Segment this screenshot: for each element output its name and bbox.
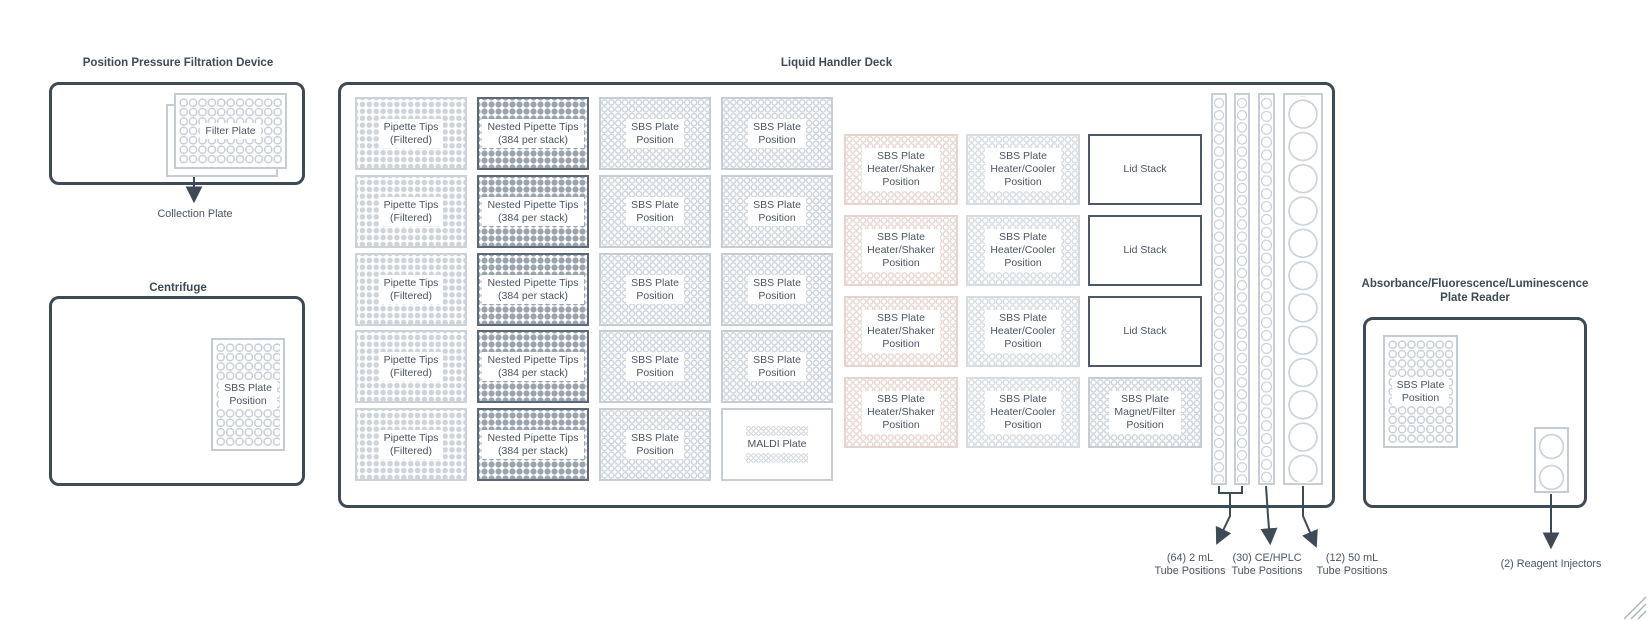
position-label: MALDI Plate [742,438,812,451]
tube-50ml-label: (12) 50 mL Tube Positions [1316,552,1388,578]
position-label: SBS Plate Heater/Shaker Position [862,229,940,272]
injector-wells [1537,430,1566,490]
deck-position-nested-tips[interactable]: Nested Pipette Tips (384 per stack) [477,408,589,481]
position-label: SBS Plate Position [748,196,806,227]
deck-position-sbs-plate[interactable]: SBS Plate Position [721,175,833,248]
deck-position-heater-shaker[interactable]: SBS Plate Heater/Shaker Position [844,377,958,448]
position-label: SBS Plate Heater/Shaker Position [862,310,940,353]
position-label: Nested Pipette Tips (384 per stack) [482,429,584,460]
deck-position-nested-tips[interactable]: Nested Pipette Tips (384 per stack) [477,97,589,170]
filter-plate[interactable]: Filter Plate [174,93,287,169]
filter-plate-wells: Filter Plate [179,98,282,164]
deck-position-pipette-tips[interactable]: Pipette Tips (Filtered) [355,408,467,481]
deck-position-sbs-plate[interactable]: SBS Plate Position [721,97,833,170]
position-label: SBS Plate Position [748,351,806,382]
deck-position-heater-cooler[interactable]: SBS Plate Heater/Cooler Position [966,215,1080,286]
position-label: SBS Plate Position [748,274,806,305]
position-label: SBS Plate Heater/Shaker Position [862,148,940,191]
position-label: SBS Plate Position [626,429,684,460]
tube-cehplc-label: (30) CE/HPLC Tube Positions [1231,552,1303,578]
tube-strip-2ml[interactable] [1211,93,1227,485]
reagent-injectors-label: (2) Reagent Injectors [1500,558,1602,570]
deck-position-maldi-plate[interactable]: MALDI Plate [721,408,833,481]
maldi-spot-array [746,452,808,463]
deck-position-heater-cooler[interactable]: SBS Plate Heater/Cooler Position [966,377,1080,448]
position-label: SBS Plate Position [219,379,277,410]
deck-position-heater-shaker[interactable]: SBS Plate Heater/Shaker Position [844,296,958,367]
position-label: Pipette Tips (Filtered) [378,118,444,149]
deck-position-sbs-plate[interactable]: SBS Plate Position [599,408,711,481]
deck-position-pipette-tips[interactable]: Pipette Tips (Filtered) [355,97,467,170]
resize-handle[interactable] [1622,595,1648,620]
tube-strip-ce-hplc[interactable] [1258,93,1275,485]
position-label: Pipette Tips (Filtered) [378,196,444,227]
deck-position-lid-stack[interactable]: Lid Stack [1088,215,1202,286]
deck-position-heater-cooler[interactable]: SBS Plate Heater/Cooler Position [966,134,1080,205]
deck-position-sbs-plate[interactable]: SBS Plate Position [599,330,711,403]
deck-position-sbs-plate[interactable]: SBS Plate Position [599,253,711,326]
tube-wells [1261,96,1272,482]
position-label: SBS Plate Position [1391,376,1450,407]
position-label: Pipette Tips (Filtered) [378,429,444,460]
deck-position-sbs-plate[interactable]: SBS Plate Position [721,253,833,326]
deck-position-pipette-tips[interactable]: Pipette Tips (Filtered) [355,253,467,326]
maldi-spot-array [746,426,808,437]
position-label: SBS Plate Position [626,196,684,227]
filtration-device-title: Position Pressure Filtration Device [82,57,274,69]
collection-plate-label: Collection Plate [157,208,233,220]
position-label: SBS Plate Heater/Cooler Position [985,310,1061,353]
deck-title: Liquid Handler Deck [780,57,893,69]
deck-position-pipette-tips[interactable]: Pipette Tips (Filtered) [355,330,467,403]
position-label: Nested Pipette Tips (384 per stack) [482,118,584,149]
position-label: Pipette Tips (Filtered) [378,351,444,382]
position-label: Nested Pipette Tips (384 per stack) [482,274,584,305]
position-label: Lid Stack [1118,242,1172,259]
position-label: Lid Stack [1118,323,1172,340]
tube-strip-2ml[interactable] [1234,93,1250,485]
tube-wells [1214,96,1224,482]
position-label: SBS Plate Heater/Cooler Position [985,391,1061,434]
position-label: Nested Pipette Tips (384 per stack) [482,351,584,382]
deck-position-pipette-tips[interactable]: Pipette Tips (Filtered) [355,175,467,248]
position-label: Nested Pipette Tips (384 per stack) [482,196,584,227]
tube-wells [1286,96,1320,482]
plate-reader-title: Absorbance/Fluorescence/Luminescence Pla… [1361,278,1589,305]
centrifuge-title: Centrifuge [149,282,207,294]
position-label: SBS Plate Position [748,118,806,149]
deck-position-heater-shaker[interactable]: SBS Plate Heater/Shaker Position [844,215,958,286]
position-label: Pipette Tips (Filtered) [378,274,444,305]
deck-position-heater-shaker[interactable]: SBS Plate Heater/Shaker Position [844,134,958,205]
position-label: Lid Stack [1118,161,1172,178]
position-label: SBS Plate Magnet/Filter Position [1109,391,1181,434]
position-label: SBS Plate Position [626,274,684,305]
deck-position-nested-tips[interactable]: Nested Pipette Tips (384 per stack) [477,253,589,326]
deck-position-heater-cooler[interactable]: SBS Plate Heater/Cooler Position [966,296,1080,367]
deck-position-nested-tips[interactable]: Nested Pipette Tips (384 per stack) [477,330,589,403]
tube-2ml-label: (64) 2 mL Tube Positions [1154,552,1226,578]
position-label: SBS Plate Position [626,118,684,149]
deck-position-magnet-filter[interactable]: SBS Plate Magnet/Filter Position [1088,377,1202,448]
position-label: Filter Plate [200,122,261,140]
position-label: SBS Plate Heater/Cooler Position [985,148,1061,191]
reader-sbs-plate-position[interactable]: SBS Plate Position [1383,335,1458,448]
position-label: SBS Plate Heater/Shaker Position [862,391,940,434]
reader-plate-wells: SBS Plate Position [1388,340,1453,443]
deck-position-lid-stack[interactable]: Lid Stack [1088,134,1202,205]
position-label: SBS Plate Heater/Cooler Position [985,229,1061,272]
tube-wells [1237,96,1247,482]
deck-position-sbs-plate[interactable]: SBS Plate Position [721,330,833,403]
deck-position-lid-stack[interactable]: Lid Stack [1088,296,1202,367]
centrifuge-sbs-plate-position[interactable]: SBS Plate Position [211,338,285,451]
deck-position-sbs-plate[interactable]: SBS Plate Position [599,175,711,248]
tube-strip-50ml[interactable] [1283,93,1323,485]
centrifuge-plate-wells: SBS Plate Position [216,343,280,446]
deck-position-nested-tips[interactable]: Nested Pipette Tips (384 per stack) [477,175,589,248]
deck-position-sbs-plate[interactable]: SBS Plate Position [599,97,711,170]
position-label: SBS Plate Position [626,351,684,382]
reagent-injector-ports[interactable] [1534,427,1569,493]
